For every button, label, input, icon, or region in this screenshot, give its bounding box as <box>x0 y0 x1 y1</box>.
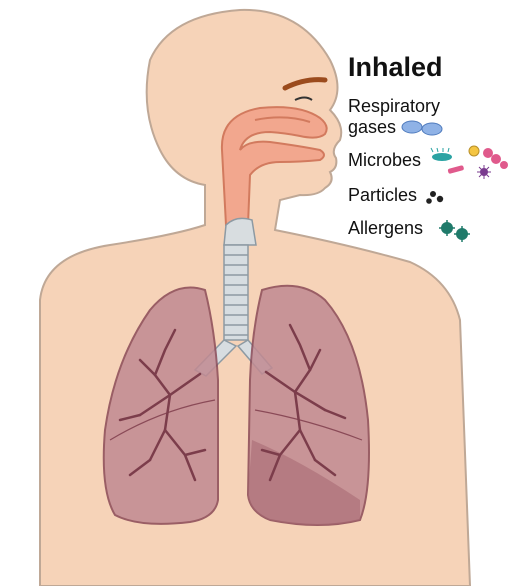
legend-title: Inhaled <box>348 52 443 83</box>
microbes-icon <box>431 146 508 179</box>
legend-respiratory-gases-line2: gases <box>348 117 396 137</box>
allergens-icon <box>439 220 470 242</box>
legend-microbes: Microbes <box>348 150 421 170</box>
legend-respiratory-gases-line1: Respiratory <box>348 96 440 116</box>
larynx <box>224 218 256 245</box>
legend-particles: Particles <box>348 185 417 205</box>
particles-icon <box>426 191 443 204</box>
respiratory-gases-icon <box>402 121 442 135</box>
legend-allergens: Allergens <box>348 218 423 238</box>
